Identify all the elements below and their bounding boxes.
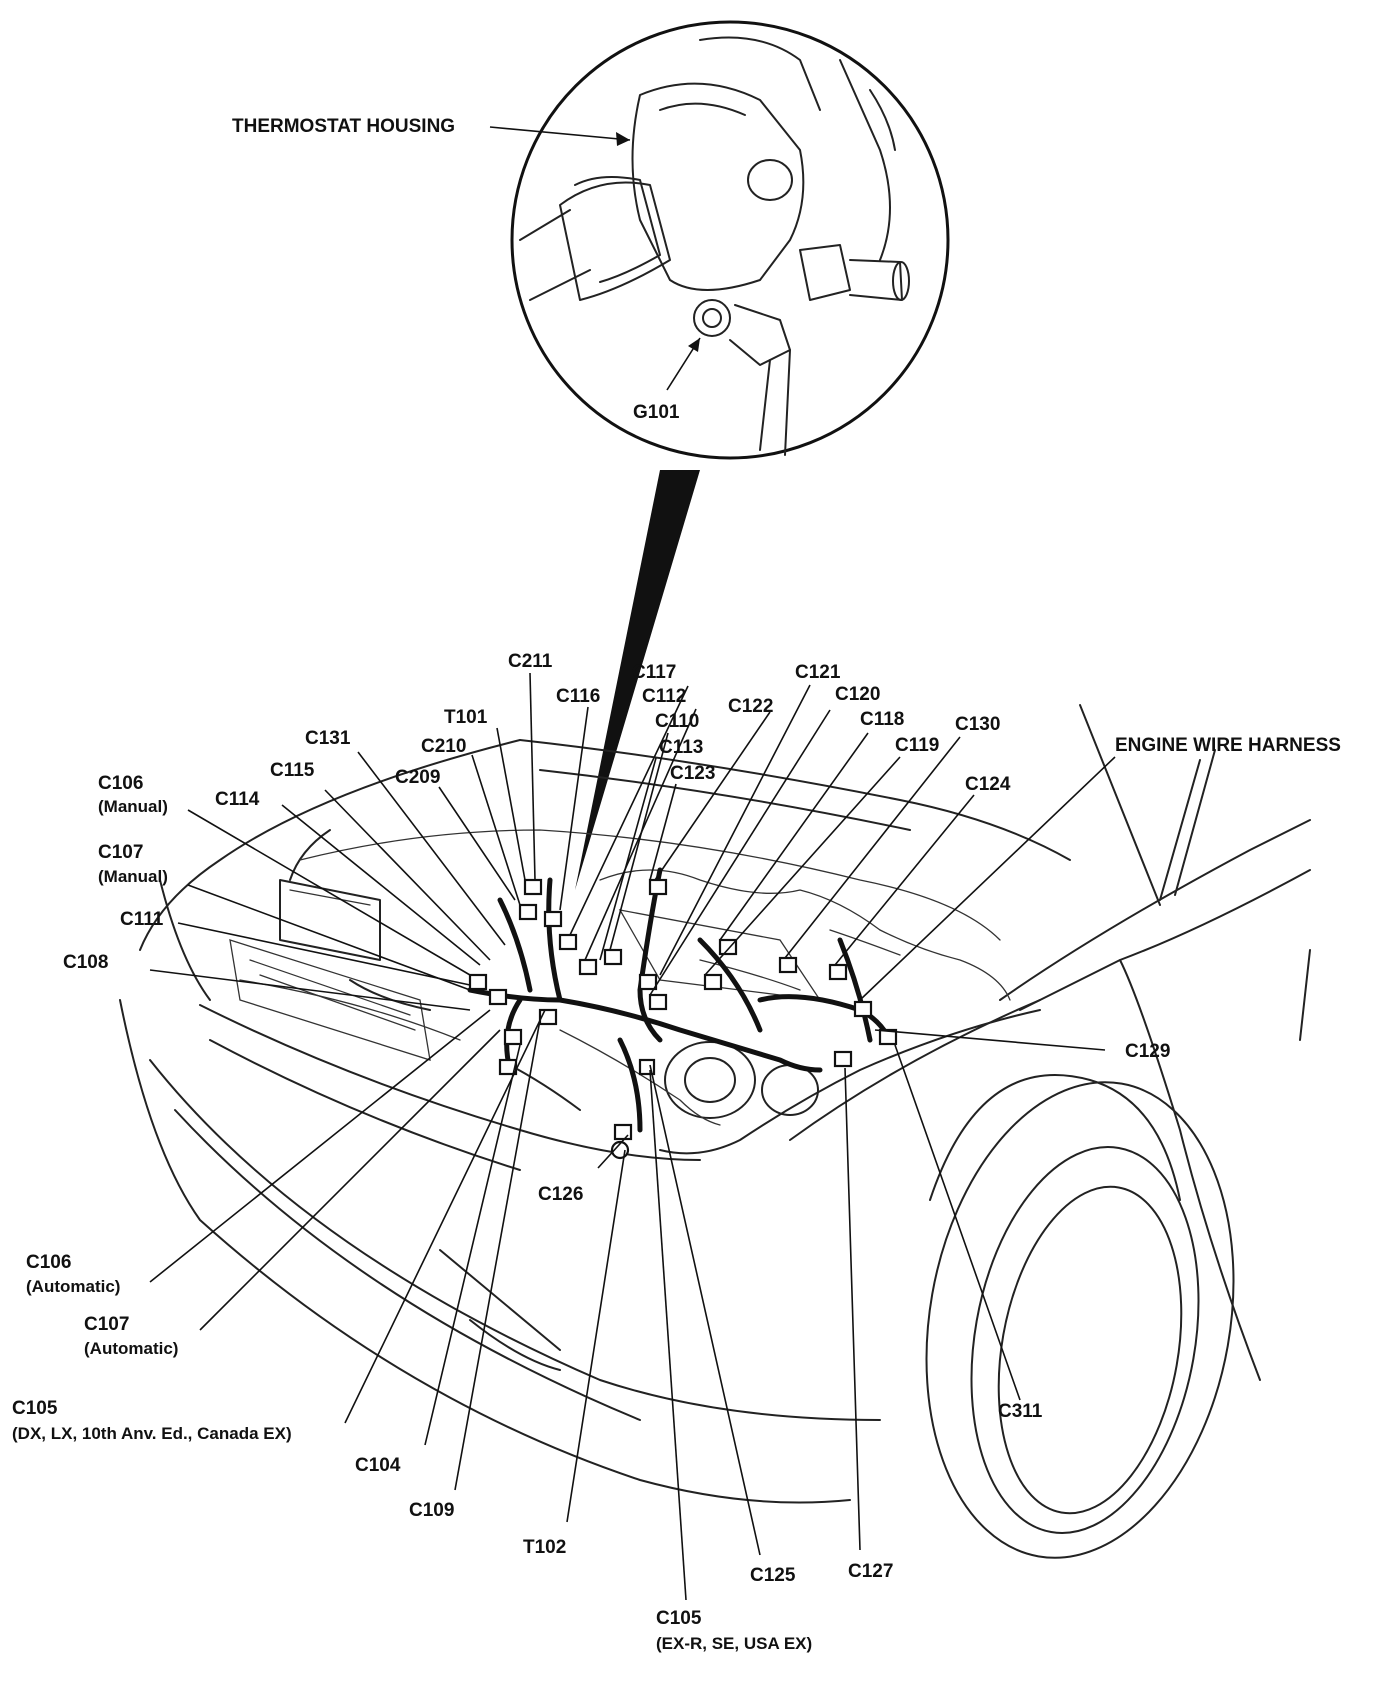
car-body-art: [119, 704, 1311, 1559]
label-t101: T101: [444, 707, 488, 728]
label-c126: C126: [538, 1184, 583, 1205]
label-c106-manual-note: (Manual): [98, 797, 168, 816]
label-c107-manual: C107: [98, 842, 143, 863]
label-c209: C209: [395, 767, 440, 788]
label-c106-automatic: C106: [26, 1252, 71, 1273]
label-c117: C117: [632, 662, 676, 683]
label-c105-dx: C105: [12, 1398, 58, 1419]
inset-pointer: [575, 470, 700, 890]
leader-lines: [149, 672, 1116, 1601]
thermostat-housing-label: THERMOSTAT HOUSING: [232, 116, 455, 137]
label-c104: C104: [355, 1455, 401, 1476]
inset-circle: [510, 20, 950, 460]
label-c107-automatic-note: (Automatic): [84, 1339, 178, 1358]
label-c107-manual-note: (Manual): [98, 867, 168, 886]
label-c123: C123: [670, 763, 715, 784]
label-c115: C115: [270, 760, 315, 781]
label-c127: C127: [848, 1561, 893, 1582]
label-c106-automatic-note: (Automatic): [26, 1277, 120, 1296]
label-c111: C111: [120, 909, 164, 930]
connector-block: [468, 973, 488, 991]
label-c120: C120: [835, 684, 880, 705]
label-c106-manual: C106: [98, 773, 143, 794]
label-engine-wire-harness: ENGINE WIRE HARNESS: [1115, 735, 1341, 756]
label-c129: C129: [1125, 1041, 1170, 1062]
label-c105-dx-note: (DX, LX, 10th Anv. Ed., Canada EX): [12, 1424, 292, 1443]
label-c116: C116: [556, 686, 600, 707]
label-c113: C113: [659, 737, 703, 758]
label-t102: T102: [523, 1537, 566, 1558]
label-c110: C110: [655, 711, 699, 732]
label-c119: C119: [895, 735, 939, 756]
label-c109: C109: [409, 1500, 454, 1521]
label-c122: C122: [728, 696, 773, 717]
label-c211: C211: [508, 651, 553, 672]
label-c311: C311: [998, 1401, 1043, 1422]
label-c131: C131: [305, 728, 351, 749]
connector-labels: C211 C117 C116 C112 C121 C120 C122 C110 …: [12, 651, 1341, 1653]
label-c124: C124: [965, 774, 1011, 795]
label-c118: C118: [860, 709, 904, 730]
label-c121: C121: [795, 662, 841, 683]
label-c112: C112: [642, 686, 686, 707]
label-c130: C130: [955, 714, 1000, 735]
label-c105-ex: C105: [656, 1608, 702, 1629]
label-c105-ex-note: (EX-R, SE, USA EX): [656, 1634, 812, 1653]
label-c108: C108: [63, 952, 108, 973]
g101-label: G101: [633, 402, 680, 423]
label-c125: C125: [750, 1565, 796, 1586]
label-c107-automatic: C107: [84, 1314, 129, 1335]
label-c210: C210: [421, 736, 466, 757]
engine-wire-harness-art: [467, 867, 898, 1160]
thermostat-inset: THERMOSTAT HOUSING G101: [232, 20, 950, 460]
label-c114: C114: [215, 789, 260, 810]
